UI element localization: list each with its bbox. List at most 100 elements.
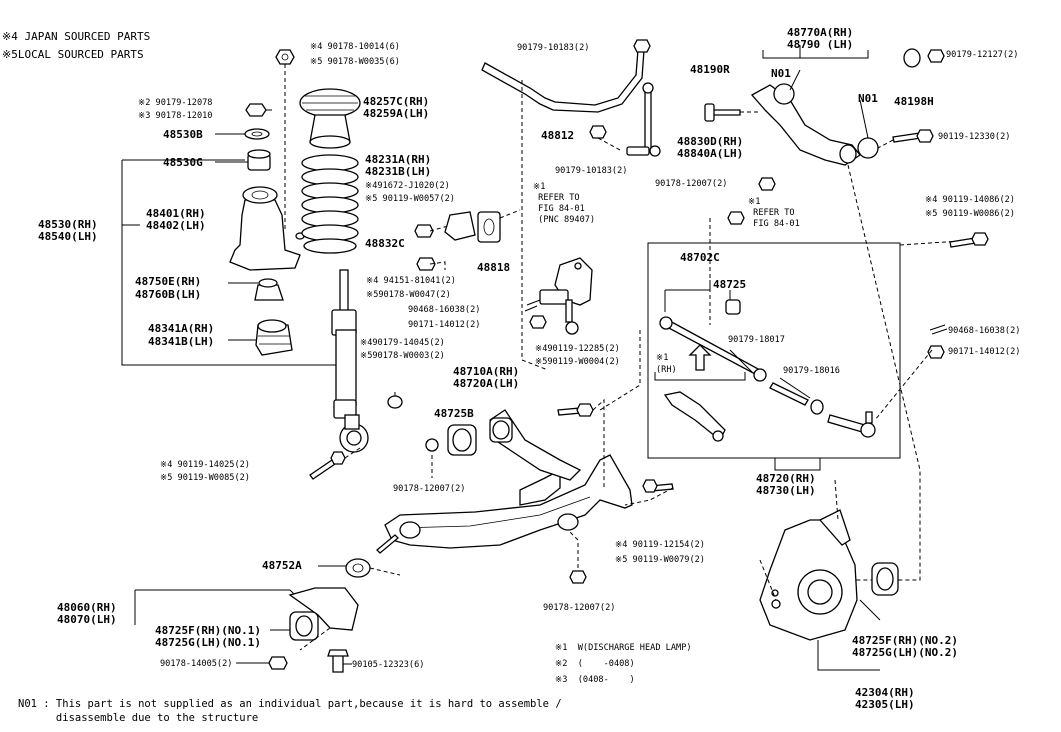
- part-48530b[interactable]: 48530B: [163, 128, 203, 141]
- part-48341b[interactable]: 48341B(LH): [148, 335, 215, 348]
- shock-absorber-icon: [331, 269, 369, 453]
- part-90179-12078[interactable]: ※2 90179-12078: [138, 98, 213, 108]
- lower-arm-bushing-icon: [425, 417, 579, 531]
- part-48257c[interactable]: 48257C(RH): [363, 95, 430, 108]
- upper-arm-bolt-icon: [704, 48, 945, 225]
- part-90171-14012-a[interactable]: 90171-14012(2): [408, 320, 481, 330]
- part-48725b[interactable]: 48725B: [434, 407, 474, 420]
- part-48725g-no2[interactable]: 48725G(LH)(NO.2): [852, 646, 958, 659]
- part-48770a[interactable]: 48770A(RH): [787, 26, 854, 39]
- part-48725g-no1[interactable]: 48725G(LH)(NO.1): [155, 636, 261, 649]
- part-90105-12323[interactable]: 90105-12323(6): [352, 660, 425, 670]
- part-90178-w0035[interactable]: ※5 90178-W0035(6): [310, 57, 400, 67]
- bushing-small-icon: [387, 395, 403, 409]
- part-90119-12285[interactable]: ※490119-12285(2): [535, 344, 620, 354]
- part-48720[interactable]: 48720(RH): [756, 472, 816, 485]
- bolt-48725b-icon: [557, 403, 674, 493]
- part-90119-14025[interactable]: ※4 90119-14025(2): [160, 460, 250, 470]
- part-48725[interactable]: 48725: [713, 278, 747, 291]
- part-42305[interactable]: 42305(LH): [855, 698, 915, 711]
- part-48832c[interactable]: 48832C: [365, 237, 405, 250]
- part-90179-14045[interactable]: ※490179-14045(2): [360, 338, 445, 348]
- part-48341a[interactable]: 48341A(RH): [148, 322, 215, 335]
- part-42304[interactable]: 42304(RH): [855, 686, 915, 699]
- steering-knuckle-icon: [759, 509, 899, 641]
- part-48710a[interactable]: 48710A(RH): [453, 365, 520, 378]
- leader-lines-left: [121, 109, 352, 665]
- part-94151-81041[interactable]: ※4 94151-81041(2): [366, 276, 456, 286]
- ball-joint-bolt-icon: [376, 534, 399, 554]
- part-90119-w0004[interactable]: ※590119-W0004(2): [535, 357, 620, 367]
- stabilizer-bushing-icon: [444, 211, 501, 243]
- part-48190r[interactable]: 48190R: [690, 63, 730, 76]
- part-48198h[interactable]: 48198H: [894, 95, 934, 108]
- part-90119-w0086[interactable]: ※5 90119-W0086(2): [925, 209, 1015, 219]
- part-90119-12154[interactable]: ※4 90119-12154(2): [615, 540, 705, 550]
- part-90468-16038-a[interactable]: 90468-16038(2): [408, 305, 481, 315]
- part-90178-w0047[interactable]: ※590178-W0047(2): [366, 290, 451, 300]
- part-90178-14005[interactable]: 90178-14005(2): [160, 659, 233, 669]
- part-48231b[interactable]: 48231B(LH): [365, 165, 432, 178]
- part-48760b[interactable]: 48760B(LH): [135, 288, 202, 301]
- note-line-1: N01 : This part is not supplied as an in…: [18, 698, 562, 710]
- arrow-icon: [654, 344, 746, 442]
- part-48401[interactable]: 48401(RH): [146, 207, 206, 220]
- part-48070[interactable]: 48070(LH): [57, 613, 117, 626]
- part-48830d[interactable]: 48830D(RH): [677, 135, 744, 148]
- part-48530[interactable]: 48530(RH): [38, 218, 98, 231]
- footnote-1: ※1 W(DISCHARGE HEAD LAMP): [555, 643, 692, 653]
- part-90119-12330[interactable]: 90119-12330(2): [938, 132, 1011, 142]
- part-48259a[interactable]: 48259A(LH): [363, 107, 430, 120]
- part-48231a[interactable]: 48231A(RH): [365, 153, 432, 166]
- part-48530g[interactable]: 48530G: [163, 156, 203, 169]
- part-48402[interactable]: 48402(LH): [146, 219, 206, 232]
- note-n01-b[interactable]: N01: [858, 92, 878, 105]
- part-91672-j1020[interactable]: ※491672-J1020(2): [365, 181, 450, 191]
- part-48730[interactable]: 48730(LH): [756, 484, 816, 497]
- note-line-2: disassemble due to the structure: [18, 712, 259, 724]
- part-90179-12127[interactable]: 90179-12127(2): [946, 50, 1019, 60]
- part-90178-12007-c[interactable]: 90178-12007(2): [655, 179, 728, 189]
- part-90179-18016[interactable]: 90179-18016: [783, 366, 840, 376]
- part-48750e[interactable]: 48750E(RH): [135, 275, 202, 288]
- part-90179-18017[interactable]: 90179-18017: [728, 335, 785, 345]
- part-48812[interactable]: 48812: [541, 129, 575, 142]
- part-48840a[interactable]: 48840A(LH): [677, 147, 744, 160]
- part-48702c[interactable]: 48702C: [680, 251, 720, 264]
- dust-boot-icon: [229, 186, 305, 271]
- upper-arm-icon: [750, 83, 879, 166]
- refer-fig-84-01-pnc[interactable]: ※1 REFER TO FIG 84-01 (PNC 89407): [533, 182, 596, 225]
- part-90178-12007-a[interactable]: 90178-12007(2): [393, 484, 466, 494]
- part-90179-10183-b[interactable]: 90179-10183(2): [555, 166, 628, 176]
- part-90179-10183-a[interactable]: 90179-10183(2): [517, 43, 590, 53]
- part-90178-w0003[interactable]: ※590178-W0003(2): [360, 351, 445, 361]
- part-90119-w0057[interactable]: ※5 90119-W0057(2): [365, 194, 455, 204]
- coil-spring-icon: [301, 154, 359, 254]
- part-90119-14086[interactable]: ※4 90119-14086(2): [925, 195, 1015, 205]
- footnote-3: ※3 (0408- ): [555, 675, 635, 685]
- bolt-icon: [309, 451, 346, 480]
- part-48720a[interactable]: 48720A(LH): [453, 377, 520, 390]
- part-48540[interactable]: 48540(LH): [38, 230, 98, 243]
- part-48725f-no1[interactable]: 48725F(RH)(NO.1): [155, 624, 261, 637]
- part-48818[interactable]: 48818: [477, 261, 511, 274]
- part-48060[interactable]: 48060(RH): [57, 601, 117, 614]
- part-90119-w0085[interactable]: ※5 90119-W0085(2): [160, 473, 250, 483]
- note-n01-a[interactable]: N01: [771, 67, 791, 80]
- part-90171-14012-b[interactable]: 90171-14012(2): [948, 347, 1021, 357]
- part-90119-w0079[interactable]: ※5 90119-W0079(2): [615, 555, 705, 565]
- part-90178-12010[interactable]: ※3 90178-12010: [138, 111, 213, 121]
- part-90468-16038-b[interactable]: 90468-16038(2): [948, 326, 1021, 336]
- part-48790[interactable]: 48790 (LH): [787, 38, 854, 51]
- refer-fig-84-01[interactable]: ※1 REFER TO FIG 84-01: [748, 197, 800, 229]
- tie-rod-icon: [659, 299, 876, 438]
- bump-stopper-icon: [254, 278, 293, 356]
- part-48752a[interactable]: 48752A: [262, 559, 302, 572]
- part-90178-10014[interactable]: ※4 90178-10014(6): [310, 42, 400, 52]
- part-48725f-no2[interactable]: 48725F(RH)(NO.2): [852, 634, 958, 647]
- tie-rod-box: [647, 242, 901, 459]
- height-sensor-icon: [539, 257, 593, 335]
- part-90178-12007-b[interactable]: 90178-12007(2): [543, 603, 616, 613]
- upper-support-icon: [299, 88, 361, 149]
